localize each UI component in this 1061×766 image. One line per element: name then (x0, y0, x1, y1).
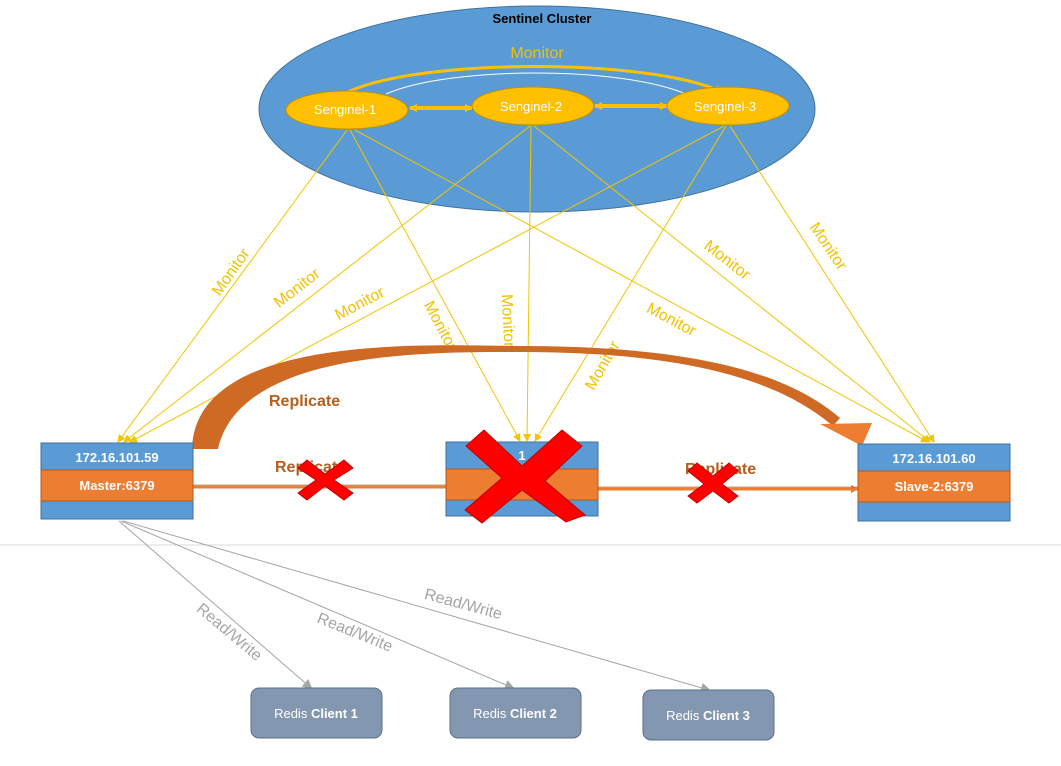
client-3-label: Redis Client 3 (666, 708, 750, 723)
monitor-line-s1-slave2 (354, 129, 929, 443)
failure-cross-large-icon (464, 429, 586, 524)
cluster-title: Sentinel Cluster (493, 11, 592, 26)
monitor-label-2: Monitor (271, 265, 324, 312)
redis-client-1: Redis Client 1 (250, 687, 383, 739)
monitor-line-s2-slave2 (533, 125, 931, 443)
master-ip: 172.16.101.59 (75, 450, 158, 465)
read-write-line-client2 (120, 520, 515, 690)
replicate-label-top: Replicate (269, 393, 340, 410)
sentinel-3-label: Senginel-3 (694, 99, 756, 114)
monitor-label-1: Monitor (209, 245, 254, 299)
monitor-line-s2-master (123, 125, 531, 443)
monitor-line-s2-slave1 (523, 125, 532, 442)
read-write-label-1: Read/Write (193, 600, 265, 664)
redis-client-2: Redis Client 2 (449, 687, 582, 739)
monitor-label-7: Monitor (644, 300, 700, 340)
sentinel-3: Senginel-3 (666, 86, 790, 126)
client-2-label: Redis Client 2 (473, 706, 557, 721)
sentinel-1: Senginel-1 (285, 90, 409, 130)
monitor-label-8: Monitor (701, 237, 754, 284)
replicate-curve-arrow: Replicate (192, 345, 872, 449)
monitor-label-5: Monitor (498, 294, 518, 349)
failure-cross-left-icon (297, 459, 354, 501)
master-role: Master:6379 (79, 478, 154, 493)
cluster-monitor-label: Monitor (510, 45, 564, 62)
monitor-label-9: Monitor (806, 220, 850, 274)
sentinel-3-to-1-arc (385, 72, 687, 95)
sentinel-2: Senginel-2 (471, 86, 595, 126)
read-write-lines (118, 520, 711, 693)
monitor-line-s3-slave2 (729, 125, 935, 443)
redis-client-3: Redis Client 3 (642, 689, 775, 741)
sentinel-1-label: Senginel-1 (314, 102, 376, 117)
slave-2-node: 172.16.101.60 Slave-2:6379 (857, 443, 1011, 522)
sentinel-1-to-3-arc (347, 65, 723, 94)
failure-cross-right-icon (687, 462, 739, 504)
read-write-label-3: Read/Write (422, 586, 504, 623)
monitor-line-s1-master (117, 129, 348, 443)
monitor-line-s1-slave1 (349, 129, 521, 442)
slave-2-ip: 172.16.101.60 (892, 451, 975, 466)
sentinel-2-label: Senginel-2 (500, 99, 562, 114)
sentinel-cluster: Sentinel Cluster Monitor Senginel-1 Seng… (258, 5, 816, 213)
master-node: 172.16.101.59 Master:6379 (40, 442, 194, 520)
client-1-label: Redis Client 1 (274, 706, 358, 721)
slave-2-role: Slave-2:6379 (895, 479, 974, 494)
monitor-line-s3-slave1 (534, 125, 727, 442)
read-write-line-client3 (122, 520, 711, 693)
read-write-line-client1 (118, 520, 313, 690)
slave-1-ip: 1 (518, 448, 525, 463)
monitor-label-6: Monitor (582, 338, 624, 393)
monitor-label-3: Monitor (332, 284, 388, 324)
